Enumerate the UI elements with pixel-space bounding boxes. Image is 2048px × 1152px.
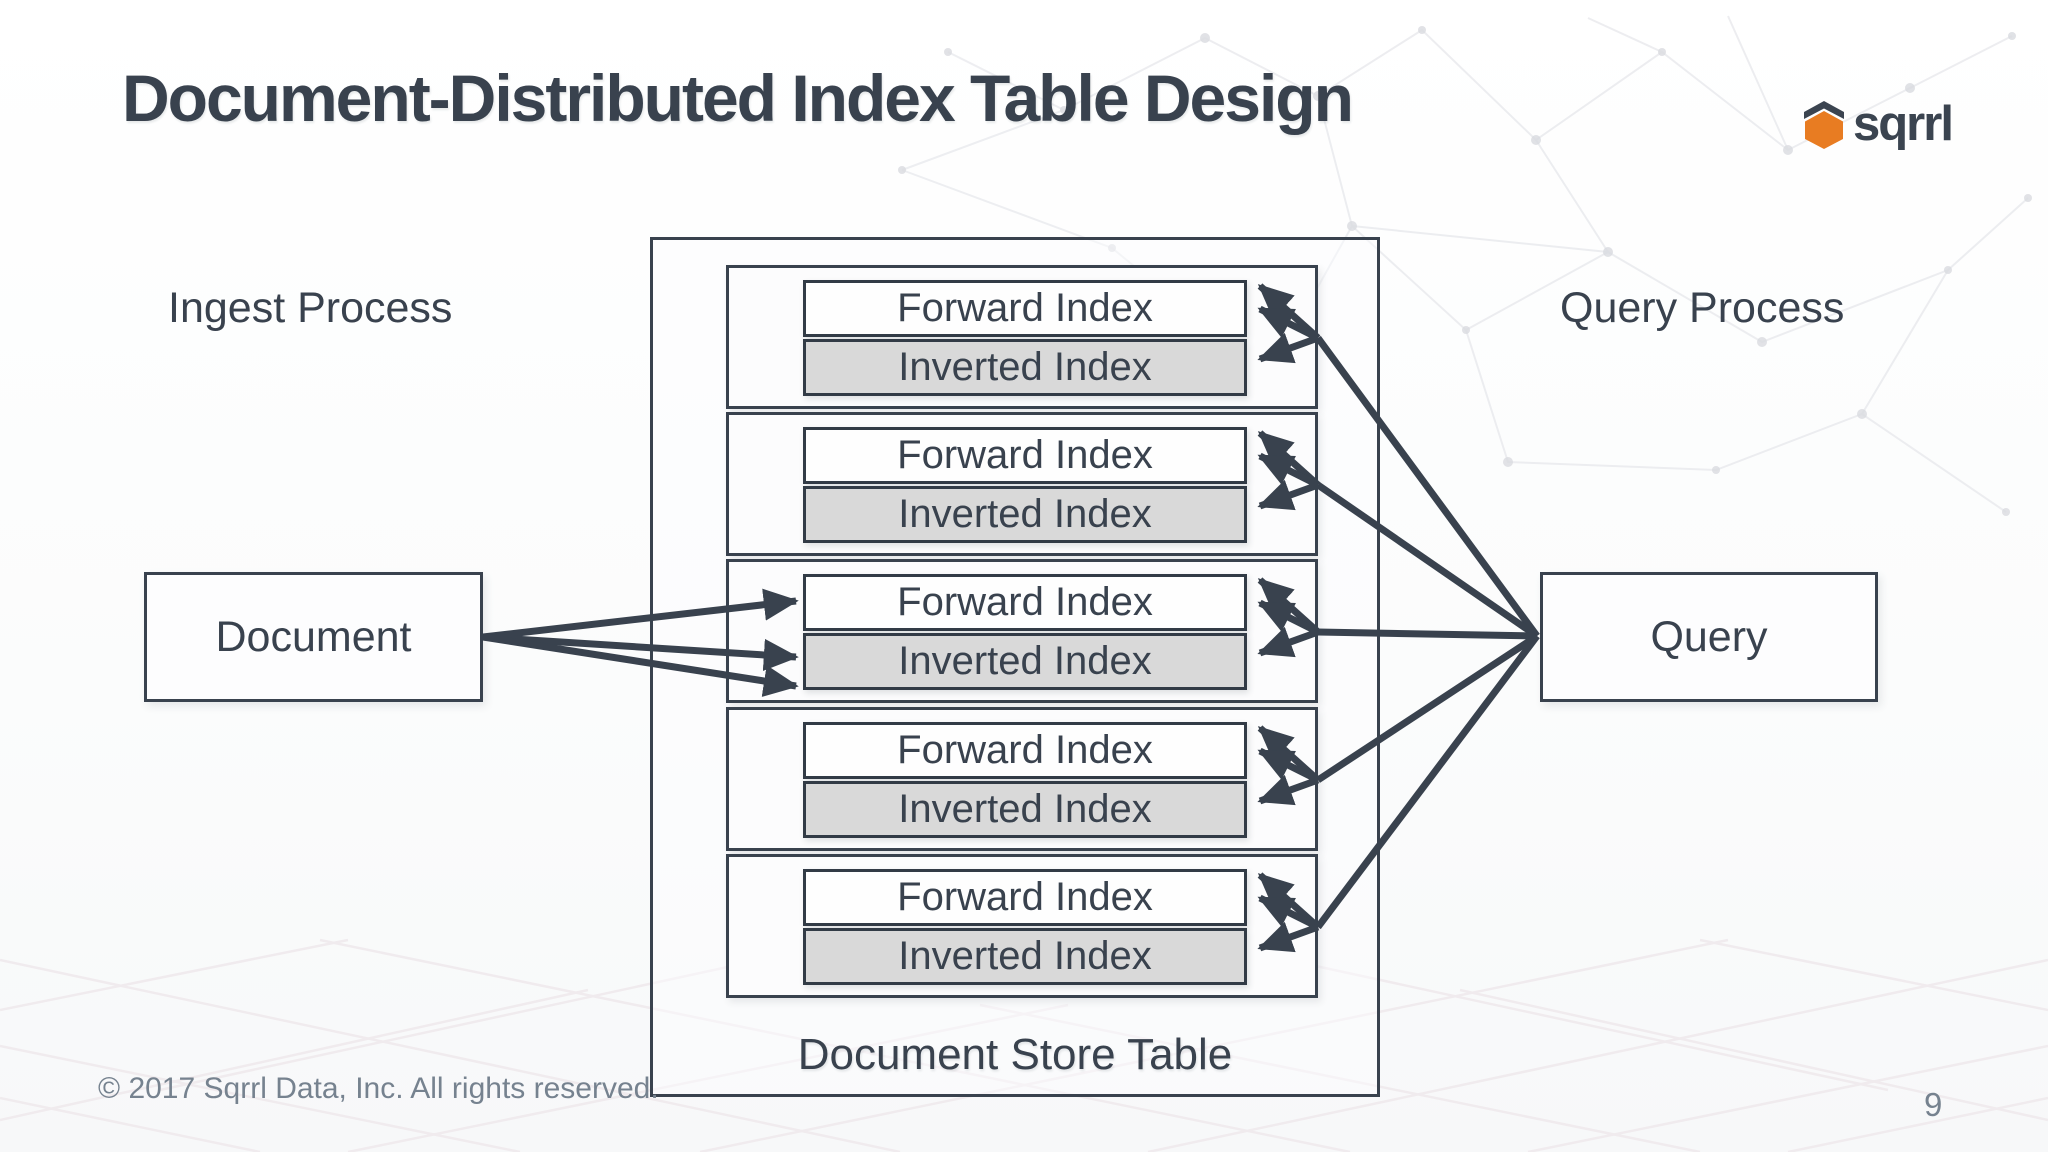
query-process-label: Query Process — [1560, 284, 1845, 332]
sqrrl-hexagon-icon — [1804, 100, 1844, 149]
tablet-group: Forward Index Inverted Index — [726, 854, 1318, 998]
inverted-index-box: Inverted Index — [803, 633, 1247, 690]
tablet-group: Forward Index Inverted Index — [726, 265, 1318, 409]
inverted-index-box: Inverted Index — [803, 486, 1247, 543]
page-number: 9 — [1924, 1086, 1943, 1123]
logo-text: sqrrl — [1853, 97, 1954, 151]
tablet-group: Forward Index Inverted Index — [726, 707, 1318, 851]
page-title: Document-Distributed Index Table Design — [122, 61, 1354, 135]
forward-index-box: Forward Index — [803, 574, 1247, 631]
document-store-table: Forward Index Inverted Index Forward Ind… — [650, 237, 1380, 1097]
store-table-label: Document Store Table — [797, 1030, 1233, 1079]
document-node: Document — [144, 572, 483, 702]
forward-index-box: Forward Index — [803, 280, 1247, 337]
copyright-text: © 2017 Sqrrl Data, Inc. All rights reser… — [98, 1072, 659, 1105]
tablet-group: Forward Index Inverted Index — [726, 412, 1318, 556]
forward-index-box: Forward Index — [803, 427, 1247, 484]
query-node: Query — [1540, 572, 1878, 702]
ingest-process-label: Ingest Process — [168, 284, 453, 332]
tablet-group: Forward Index Inverted Index — [726, 559, 1318, 703]
inverted-index-box: Inverted Index — [803, 781, 1247, 838]
forward-index-box: Forward Index — [803, 869, 1247, 926]
sqrrl-logo: sqrrl — [1802, 97, 1954, 151]
inverted-index-box: Inverted Index — [803, 339, 1247, 396]
forward-index-box: Forward Index — [803, 722, 1247, 779]
inverted-index-box: Inverted Index — [803, 928, 1247, 985]
